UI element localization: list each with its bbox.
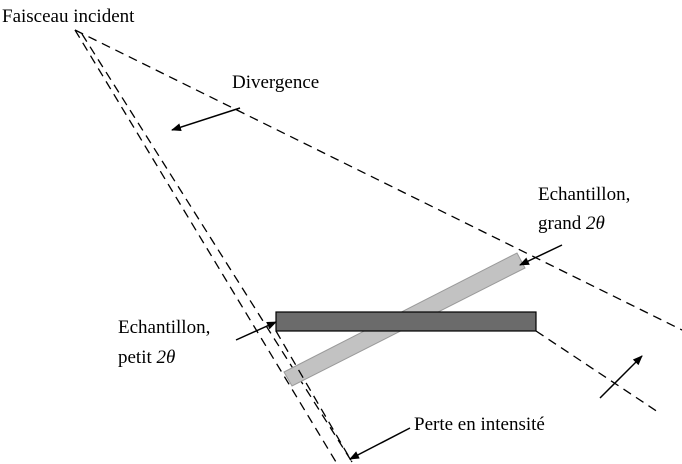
beam-edge-lower <box>74 29 337 463</box>
intensity-loss-arrow-right <box>599 355 643 399</box>
sample-large-label-line2: grand 2θ <box>538 213 605 234</box>
sample-small-left-edge <box>275 330 353 463</box>
divergence-arrow <box>171 107 241 132</box>
sample-small-label-prefix: petit <box>118 347 157 368</box>
sample-small-arrow <box>235 321 277 341</box>
intensity-loss-arrow-left <box>349 427 411 460</box>
sample-small-label-line2: petit 2θ <box>118 347 175 368</box>
sample-large-label-prefix: grand <box>538 213 586 234</box>
sample-large-label-line1: Echantillon, <box>538 184 630 205</box>
divergence-label: Divergence <box>232 72 319 93</box>
beam-edge-middle <box>81 33 353 463</box>
reflected-beam-small <box>535 330 659 413</box>
beam-edge-upper <box>74 29 682 331</box>
sample-large-arrow <box>519 244 563 266</box>
sample-small-label-line1: Echantillon, <box>118 317 210 338</box>
sample-small-two-theta: 2θ <box>157 347 176 368</box>
intensity-loss-label: Perte en intensité <box>414 414 545 435</box>
incident-beam-label: Faisceau incident <box>2 6 135 27</box>
sample-small-2theta-bar <box>275 311 537 332</box>
sample-large-two-theta: 2θ <box>586 213 605 234</box>
